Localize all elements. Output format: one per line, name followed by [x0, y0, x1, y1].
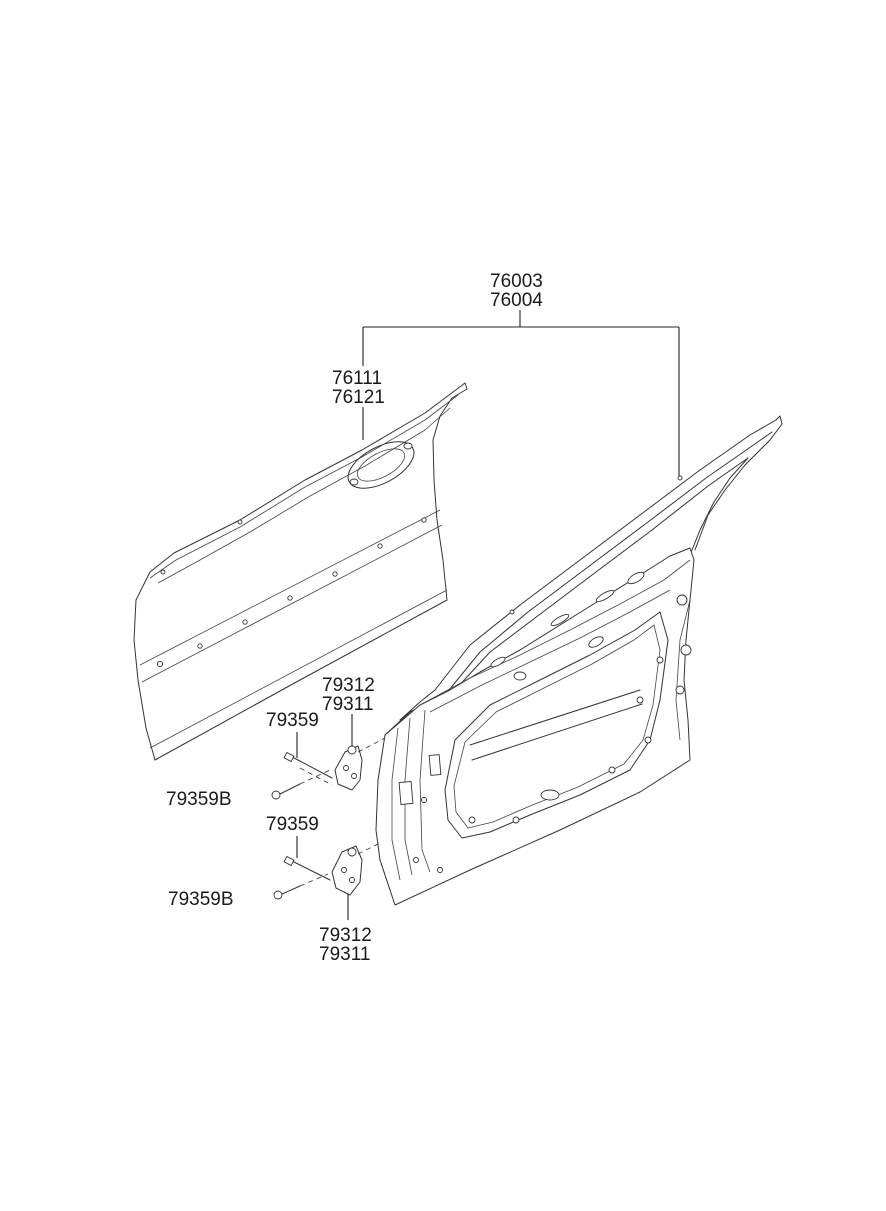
label-76003: 76003	[490, 271, 543, 292]
lower-hinge	[331, 841, 383, 896]
label-79312-upper: 79312	[322, 675, 375, 696]
upper-bolts	[271, 751, 333, 800]
leader-lines	[296, 310, 680, 920]
outer-door-panel	[133, 382, 468, 761]
label-79359b-upper: 79359B	[166, 789, 232, 810]
label-79359-upper: 79359	[266, 710, 319, 731]
lower-bolts	[273, 855, 331, 900]
label-79311-lower: 79311	[319, 944, 370, 965]
label-76121: 76121	[332, 387, 385, 408]
label-79311-upper: 79311	[322, 694, 373, 715]
label-79359b-lower: 79359B	[168, 889, 234, 910]
label-76111: 76111	[332, 368, 382, 389]
door-frame-assembly	[375, 415, 783, 906]
label-76004: 76004	[490, 290, 543, 311]
upper-hinge	[334, 737, 386, 791]
label-79312-lower: 79312	[319, 925, 372, 946]
label-79359-lower: 79359	[266, 814, 319, 835]
